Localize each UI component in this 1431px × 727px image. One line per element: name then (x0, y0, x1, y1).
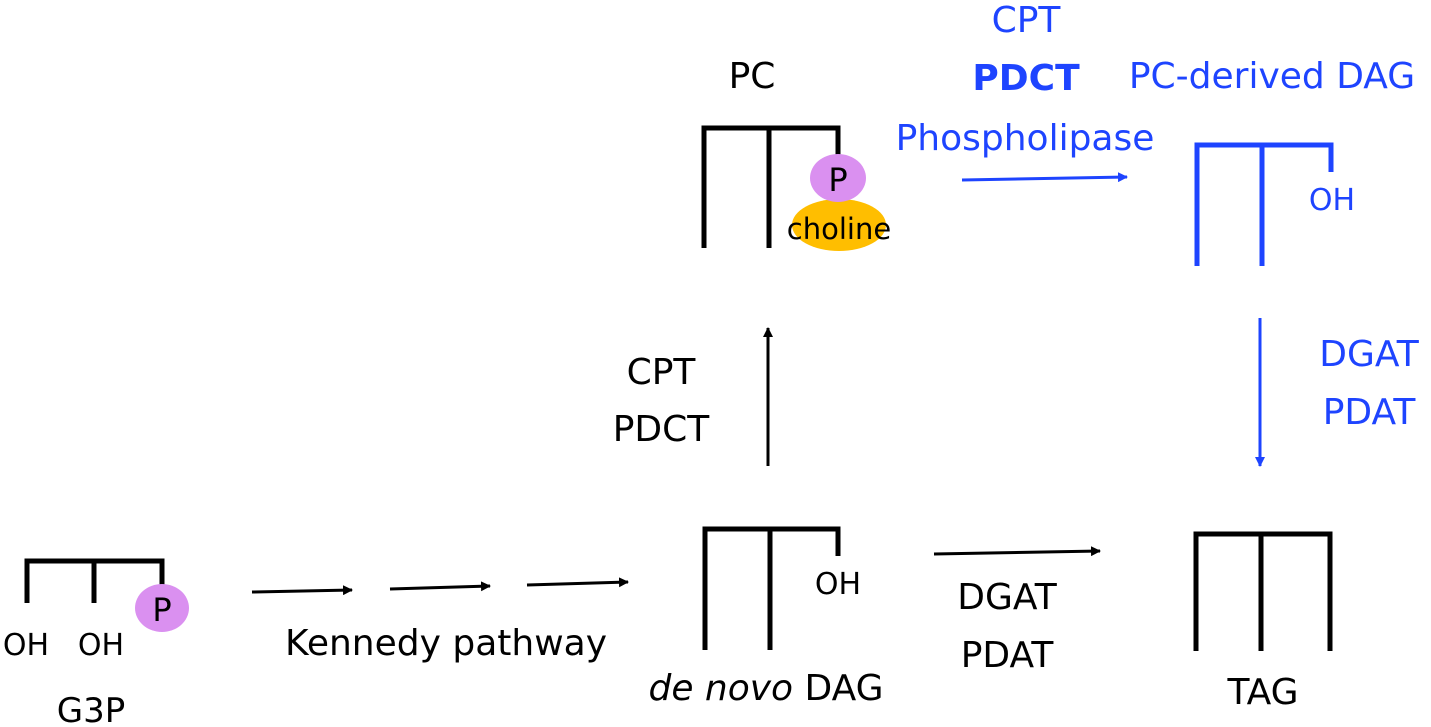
dag-to-pc-enzyme-2: PDCT (613, 409, 711, 450)
pcdag-to-tag-enzyme-1: DGAT (1319, 334, 1419, 375)
denovo-dag-backbone (702, 526, 841, 650)
pcdag-to-tag-enzyme-2: PDAT (1323, 392, 1417, 433)
pc-to-pcdag-enzyme-3: Phospholipase (896, 118, 1155, 159)
tag-molecule: TAG (1193, 531, 1333, 713)
pc-to-pcdag-arrow (961, 172, 1128, 183)
kennedy-arrow-3 (526, 577, 629, 588)
tag-backbone (1193, 531, 1333, 651)
pc-derived-dag-name: PC-derived DAG (1129, 56, 1415, 97)
pc-to-pcdag-step: CPT PDCT Phospholipase (896, 0, 1155, 183)
g3p-oh-2: OH (78, 628, 124, 663)
dag-to-tag-step: DGAT PDAT (933, 546, 1101, 676)
pc-name: PC (729, 56, 776, 97)
kennedy-arrow-2 (389, 581, 491, 592)
dag-to-pc-step: CPT PDCT (613, 327, 773, 466)
pc-to-pcdag-enzyme-1: CPT (992, 0, 1062, 41)
dag-to-tag-arrow (933, 546, 1101, 557)
kennedy-arrow-1 (251, 585, 353, 596)
g3p-name: G3P (57, 691, 125, 727)
g3p-molecule: P OH OH G3P (3, 558, 189, 727)
pc-choline-group (792, 199, 886, 251)
pc-derived-dag-backbone (1194, 142, 1334, 266)
g3p-phosphate-group (135, 584, 189, 632)
dag-to-tag-enzyme-1: DGAT (957, 577, 1057, 618)
g3p-oh-1: OH (3, 628, 49, 663)
pc-derived-dag-molecule: PC-derived DAG OH (1129, 56, 1415, 266)
pcdag-to-tag-step: DGAT PDAT (1255, 318, 1420, 467)
pc-choline-label: choline (787, 212, 891, 246)
denovo-dag-molecule: OH de novo DAG (648, 526, 884, 709)
pc-to-pcdag-enzyme-2: PDCT (972, 58, 1080, 99)
kennedy-pathway-label: Kennedy pathway (285, 623, 607, 664)
kennedy-pathway: Kennedy pathway (251, 577, 629, 664)
pc-backbone (701, 125, 841, 248)
denovo-dag-oh: OH (815, 567, 861, 602)
pc-derived-dag-oh: OH (1309, 183, 1355, 218)
denovo-dag-name: de novo DAG (648, 668, 883, 709)
pc-molecule: PC P choline (701, 56, 891, 251)
g3p-phosphate-label: P (152, 591, 171, 629)
dag-to-pc-enzyme-1: CPT (627, 352, 697, 393)
pc-phosphate-label: P (828, 161, 847, 199)
g3p-backbone (24, 558, 165, 603)
denovo-dag-name-rest: DAG (793, 668, 883, 709)
pc-phosphate-group (810, 154, 866, 202)
dag-to-tag-enzyme-2: PDAT (961, 635, 1055, 676)
denovo-dag-name-italic: de novo (648, 668, 793, 709)
tag-name: TAG (1226, 672, 1298, 713)
